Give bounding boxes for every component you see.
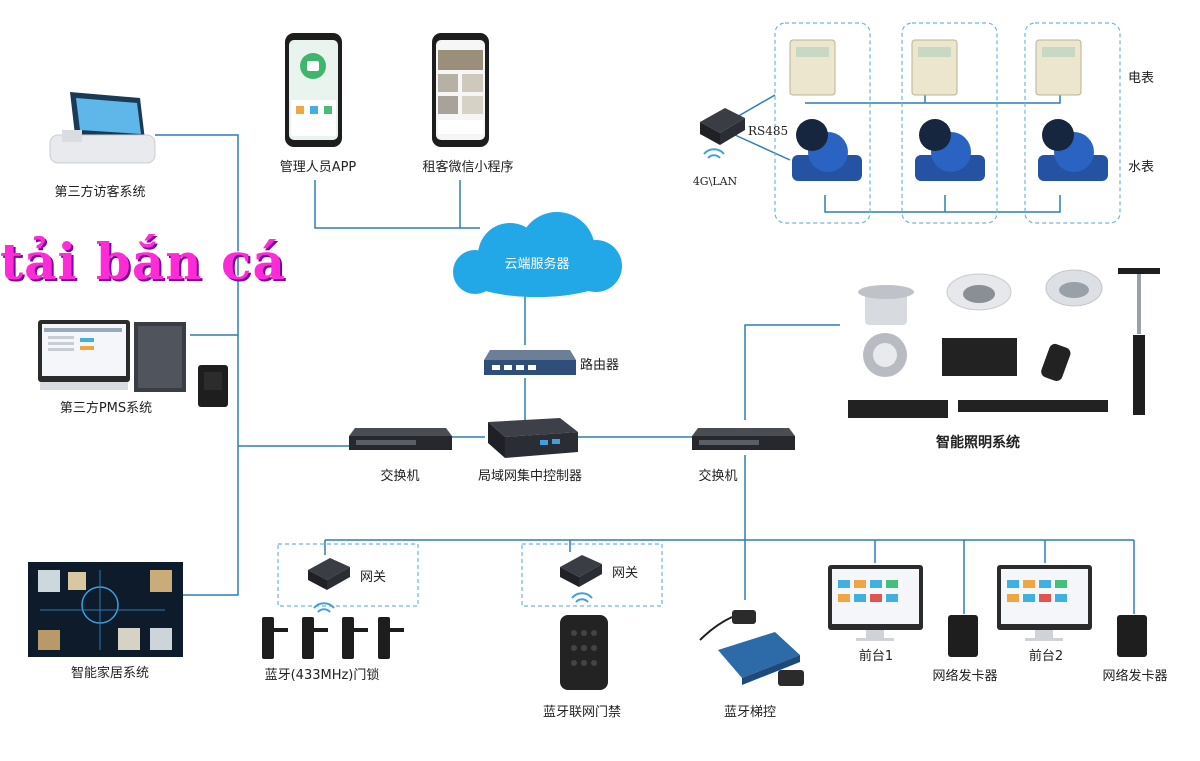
rs485-label: RS485 (748, 124, 788, 138)
smart-home-image (28, 562, 183, 657)
pms-system-label: 第三方PMS系统 (60, 400, 152, 416)
router-icon (484, 350, 576, 375)
cloud-icon (453, 212, 622, 297)
meter-groups (774, 22, 1121, 224)
switch-right-label: 交换机 (698, 468, 737, 484)
water-meter-label: 水表 (1128, 160, 1154, 175)
bt-elevator-label: 蓝牙梯控 (724, 705, 776, 720)
visitor-kiosk (49, 92, 156, 164)
watermark-text: tải bắn cá (0, 232, 286, 291)
elevator-board (699, 610, 804, 686)
front-desk-2-label: 前台2 (1029, 648, 1063, 664)
front-desk-1-label: 前台1 (859, 648, 893, 664)
card-issuer-1-label: 网络发卡器 (932, 668, 997, 684)
card-issuers (948, 615, 1147, 657)
switch-left-label: 交换机 (380, 468, 419, 484)
rs485-gateway-icon (700, 108, 745, 159)
water-meters (792, 119, 1108, 181)
electric-meter-label: 电表 (1128, 71, 1154, 86)
gateway-boxes (277, 543, 663, 607)
4g-lan-label: 4G\LAN (693, 175, 738, 188)
tenant-app-phone (432, 33, 489, 147)
lighting-fixtures (848, 268, 1160, 418)
card-issuer-2-label: 网络发卡器 (1102, 668, 1167, 684)
switch-left-icon (349, 428, 452, 450)
bt-lock-label: 蓝牙(433MHz)门锁 (265, 667, 380, 683)
electric-meter-screens (796, 47, 1075, 57)
gateway-1-icon (308, 558, 350, 613)
smart-lighting-label: 智能照明系统 (935, 434, 1020, 451)
gateway-2-icon (560, 555, 602, 603)
gateway-2-label: 网关 (612, 566, 638, 581)
lan-controller-icon (488, 418, 578, 458)
switch-right-icon (692, 428, 795, 450)
access-keypad (560, 615, 608, 690)
front-desk-2-monitor (997, 565, 1092, 641)
admin-app-label: 管理人员APP (280, 160, 357, 175)
lan-controller-label: 局域网集中控制器 (478, 468, 582, 484)
front-desk-1-monitor (828, 565, 923, 641)
smart-home-label: 智能家居系统 (71, 665, 149, 681)
bt-access-label: 蓝牙联网门禁 (543, 705, 621, 720)
tenant-miniprogram-label: 租客微信小程序 (422, 159, 513, 175)
visitor-system-label: 第三方访客系统 (54, 184, 145, 200)
door-locks (262, 617, 404, 659)
connection-lines (155, 93, 1135, 614)
gateway-1-label: 网关 (360, 570, 386, 585)
admin-app-phone (285, 33, 342, 147)
router-label: 路由器 (580, 357, 619, 373)
cloud-server-label: 云端服务器 (504, 256, 569, 272)
pms-computer (38, 320, 228, 407)
